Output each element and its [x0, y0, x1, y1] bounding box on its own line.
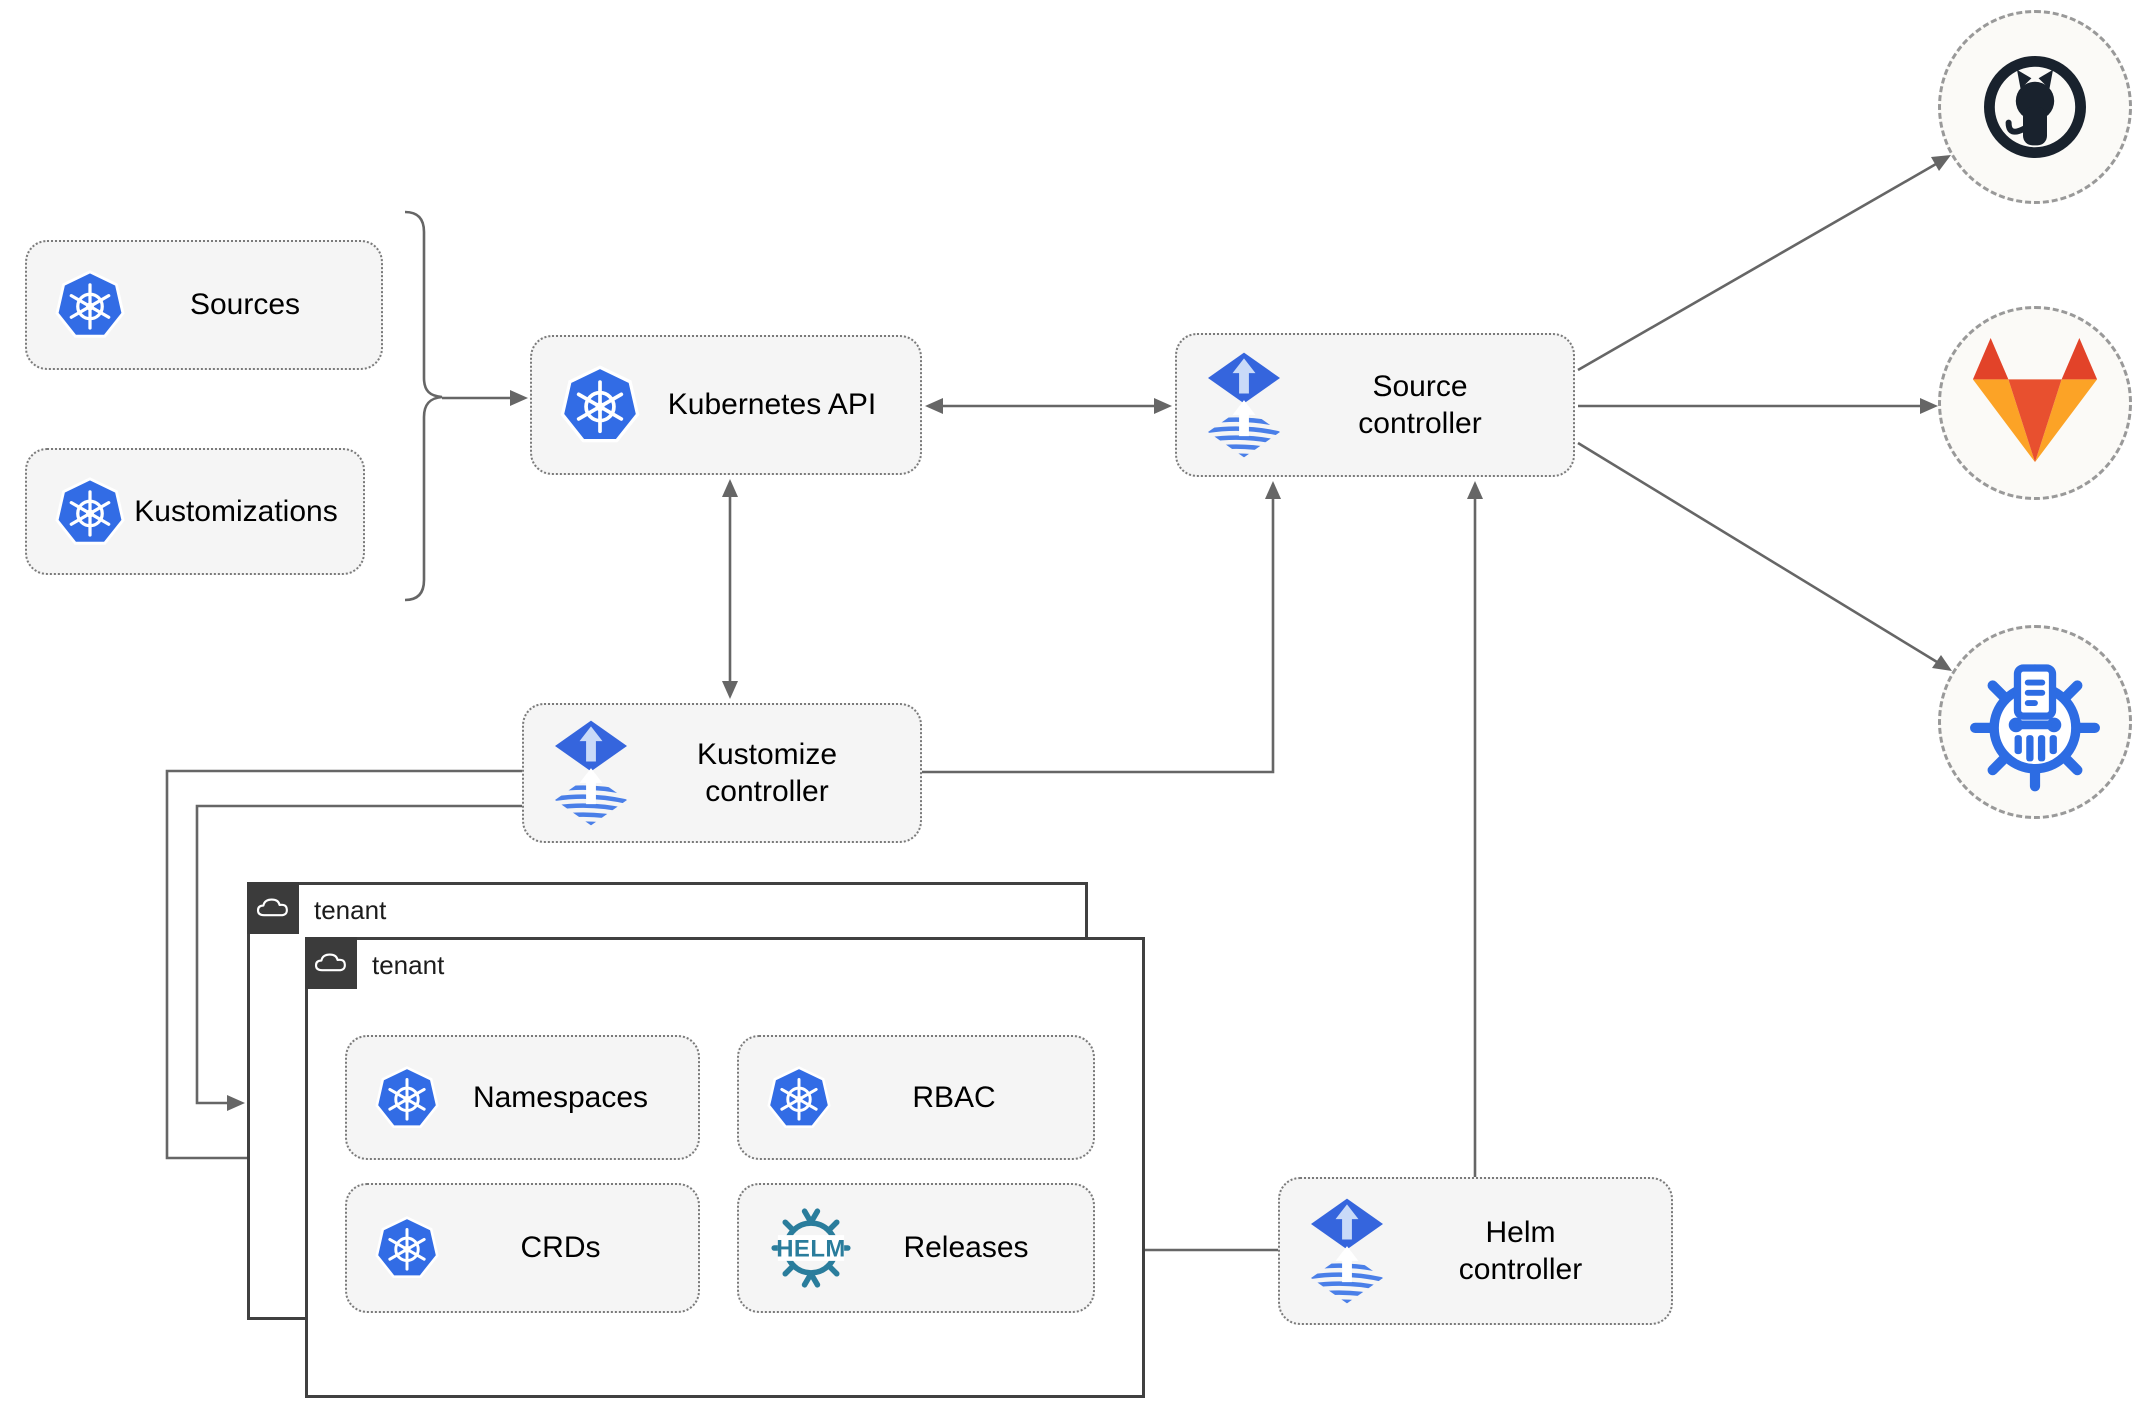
node-helm-controller: Helm controller [1278, 1177, 1673, 1325]
helm-logo-text: HELM [776, 1235, 846, 1262]
arrowhead [1154, 398, 1172, 414]
node-label: Kubernetes API [667, 388, 877, 422]
label-line: controller [1358, 407, 1482, 440]
node-label: Kustomizations [134, 494, 338, 528]
flux-icon [1203, 351, 1285, 459]
node-source-controller: Source controller [1175, 333, 1575, 477]
tenant-label: tenant [372, 950, 445, 980]
node-namespaces: Namespaces [345, 1035, 700, 1160]
node-sources: Sources [25, 240, 383, 370]
brace-sources-group [404, 210, 443, 602]
node-label: CRDs [520, 1231, 601, 1265]
github-icon [1975, 47, 2095, 167]
label-line: Kustomize [696, 737, 838, 771]
arrowhead [1467, 481, 1483, 499]
node-label: Namespaces [472, 1080, 649, 1114]
node-label: Source controller [1285, 368, 1555, 443]
arrowhead [925, 398, 943, 414]
label-line: controller [705, 775, 829, 808]
cloud-icon [255, 895, 291, 921]
node-rbac: RBAC [737, 1035, 1095, 1160]
kubernetes-icon [373, 1065, 441, 1131]
node-kustomize-controller: Kustomize controller [522, 703, 922, 843]
node-label: Sources [189, 288, 301, 322]
node-crds: CRDs [345, 1183, 700, 1313]
label-line: controller [1458, 1253, 1583, 1286]
flux-icon [550, 719, 632, 827]
arrowhead [227, 1095, 245, 1111]
gitlab-icon [1961, 335, 2109, 471]
node-label: Releases [903, 1231, 1029, 1265]
node-releases: HELM Releases [737, 1183, 1095, 1313]
kubernetes-icon [373, 1215, 441, 1281]
target-github [1938, 10, 2132, 204]
node-kustomizations: Kustomizations [25, 448, 365, 575]
arrowhead [1265, 481, 1281, 499]
kubernetes-icon [53, 269, 127, 341]
node-label: RBAC [912, 1080, 996, 1114]
arrowhead [722, 681, 738, 699]
label-line: Source [1372, 369, 1468, 403]
target-helm-repository [1938, 625, 2132, 819]
cloud-icon [313, 950, 349, 976]
node-label: Kustomize controller [632, 736, 902, 811]
edge-source-chartmuseum [1577, 441, 1938, 664]
kubernetes-icon [765, 1065, 833, 1131]
tenant-tab [247, 882, 299, 934]
arrowhead [1932, 655, 1952, 671]
chartmuseum-icon [1962, 649, 2108, 795]
tenant-box-front: tenant [305, 937, 1145, 1398]
helm-icon: HELM [765, 1202, 857, 1294]
target-gitlab [1938, 306, 2132, 500]
arrowhead [722, 479, 738, 497]
tenant-tab [305, 937, 357, 989]
arrowhead [510, 390, 528, 406]
kubernetes-icon [558, 364, 642, 446]
kubernetes-icon [53, 476, 127, 548]
node-label: Helm controller [1388, 1214, 1653, 1289]
tenant-label: tenant [314, 895, 387, 925]
edge-kustomize-source [922, 499, 1275, 774]
arrowhead [1920, 398, 1938, 414]
node-kubernetes-api: Kubernetes API [530, 335, 922, 475]
flux-icon [1306, 1197, 1388, 1305]
arrowhead [1931, 155, 1951, 171]
label-line: Helm [1485, 1215, 1556, 1249]
edge-source-github [1577, 162, 1937, 372]
